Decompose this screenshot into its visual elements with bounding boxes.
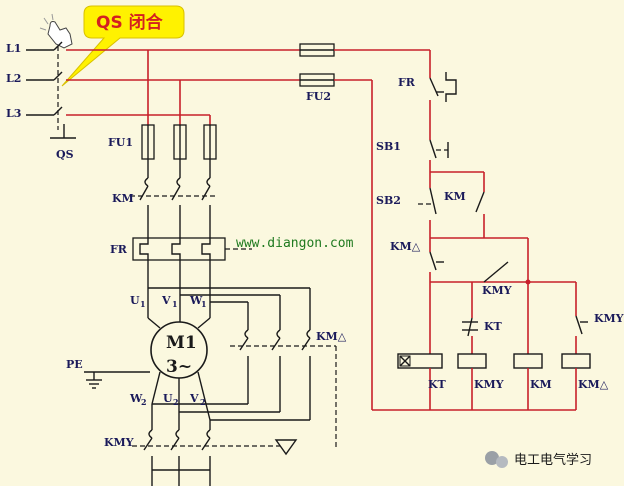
label-u2: U (163, 392, 173, 405)
hand-pointer-icon (39, 13, 73, 49)
label-l3: L3 (6, 107, 21, 120)
label-u1-sub: 1 (140, 299, 146, 309)
label-w2: W (129, 392, 143, 405)
coil-km (513, 353, 543, 369)
coil-kmdelta (561, 353, 591, 369)
motor-name: M1 (166, 333, 197, 353)
label-u1: U (130, 294, 140, 307)
labels: L1 L2 L3 QS FU1 FU2 KM FR U 1 V 1 W 1 W … (6, 42, 624, 449)
label-l2: L2 (6, 72, 21, 85)
label-kt-contact: KT (484, 320, 503, 333)
label-kmy-main: KMY (104, 436, 134, 449)
label-fr-main: FR (110, 243, 128, 256)
fu2-fuses (299, 43, 430, 410)
label-v2-sub: 2 (200, 397, 206, 407)
coil-kmy (457, 353, 487, 369)
label-sb2: SB2 (376, 194, 401, 207)
label-kmy-contact: KMY (482, 284, 512, 297)
supply-lines (26, 41, 300, 139)
label-km-main: KM (112, 192, 134, 205)
label-coil-kt: KT (428, 378, 447, 391)
label-coil-kmy: KMY (474, 378, 504, 391)
control-circuit (372, 50, 591, 411)
main-circuit: M1 3~ (84, 50, 337, 486)
label-coil-kmdelta: KM△ (578, 378, 609, 391)
label-w2-sub: 2 (141, 397, 147, 407)
label-km-delta-ctrl: KM△ (390, 240, 421, 253)
watermark-text: 电工电气学习 (514, 452, 592, 468)
label-kmy-right: KMY (594, 312, 624, 325)
label-coil-km: KM (530, 378, 552, 391)
label-fu2: FU2 (306, 90, 331, 103)
motor-phase: 3~ (166, 357, 192, 377)
label-km-ctrl: KM (444, 190, 466, 203)
label-km-delta: KM△ (316, 330, 347, 343)
label-pe: PE (66, 358, 83, 371)
qs-callout: QS 闭合 (61, 5, 185, 87)
site-url: www.diangon.com (236, 236, 354, 251)
label-fr-ctrl: FR (398, 76, 416, 89)
label-l1: L1 (6, 42, 21, 55)
watermark: 电工电气学习 (485, 451, 592, 468)
label-v1-sub: 1 (172, 299, 178, 309)
callout-text: QS 闭合 (96, 12, 164, 33)
label-v1: V (161, 294, 171, 307)
label-sb1: SB1 (376, 140, 401, 153)
label-qs: QS (56, 148, 74, 161)
label-fu1: FU1 (108, 136, 133, 149)
label-u2-sub: 2 (173, 397, 179, 407)
label-w1-sub: 1 (201, 299, 207, 309)
wechat-icon (485, 451, 499, 465)
label-v2: V (189, 392, 199, 405)
label-w1: W (189, 294, 203, 307)
